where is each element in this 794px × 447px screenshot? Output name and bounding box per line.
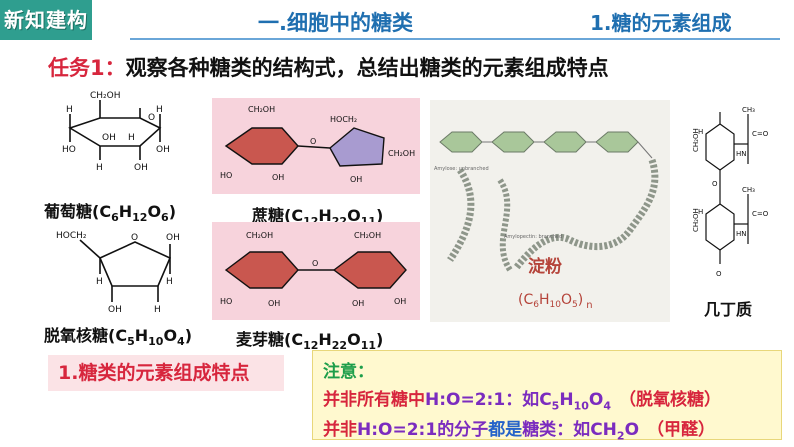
svg-text:HO: HO <box>220 297 232 306</box>
chitin-structure: CH₂OH CH₂OH CH₃ CH₃ C=O C=O HN HN O H H O… <box>676 94 776 319</box>
section-label: 1.糖类的元素组成特点 <box>48 355 284 391</box>
svg-text:O: O <box>312 259 318 268</box>
svg-text:OH: OH <box>166 233 180 243</box>
note-line-1: 并非所有糖中H:O=2:1：如C5H10O4（脱氧核糖） <box>323 390 721 413</box>
svg-text:(C6H10O5)n: (C6H10O5)n <box>518 292 593 311</box>
note-title: 注意： <box>323 362 374 382</box>
svg-text:H: H <box>698 128 703 136</box>
svg-text:OH: OH <box>102 133 116 143</box>
svg-text:O: O <box>131 233 138 243</box>
svg-text:OH: OH <box>350 175 362 184</box>
page-subtitle: 1.糖的元素组成 <box>590 11 732 35</box>
task-label: 任务1： <box>48 56 126 80</box>
task-text: 观察各种糖类的结构式，总结出糖类的元素组成特点 <box>125 56 609 80</box>
svg-text:OH: OH <box>268 299 280 308</box>
svg-text:H: H <box>66 105 73 115</box>
svg-text:CH₃: CH₃ <box>742 106 755 114</box>
svg-text:Amylose: unbranched: Amylose: unbranched <box>434 166 489 172</box>
svg-text:H: H <box>166 277 173 287</box>
svg-text:Amylopectin: branched: Amylopectin: branched <box>504 234 562 240</box>
svg-text:CH₂OH: CH₂OH <box>692 128 700 152</box>
sucrose-panel: CH₂OH O HOCH₂ CH₂OH HO OH OH <box>212 98 420 194</box>
maltose-caption: 麦芽糖(C12H22O11) <box>236 330 384 353</box>
deoxyribose-ring-diagram: HOCH₂ O H OH H OH H <box>56 231 180 315</box>
deoxyribose-caption: 脱氧核糖(C5H10O4) <box>44 326 193 349</box>
svg-text:H: H <box>698 208 703 216</box>
header-bar: 新知建构 一.细胞中的糖类 1.糖的元素组成 <box>0 0 794 42</box>
sucrose-ring-diagram: CH₂OH O HOCH₂ CH₂OH HO OH OH <box>220 105 415 184</box>
deoxyribose-structure: HOCH₂ O H OH H OH H 脱氧核糖(C5H10O4) <box>40 228 210 348</box>
svg-text:OH: OH <box>272 173 284 182</box>
svg-text:HOCH₂: HOCH₂ <box>330 115 357 124</box>
svg-text:OH: OH <box>134 163 148 173</box>
page-title: 一.细胞中的糖类 <box>258 11 413 35</box>
svg-text:O: O <box>712 180 718 188</box>
svg-text:H: H <box>96 277 103 287</box>
task-instruction: 任务1：观察各种糖类的结构式，总结出糖类的元素组成特点 <box>48 52 609 82</box>
chitin-caption: 几丁质 <box>704 300 753 319</box>
svg-text:OH: OH <box>156 145 170 155</box>
glucose-caption: 葡萄糖(C6H12O6) <box>44 202 177 225</box>
chitin-ring-diagram: CH₂OH CH₂OH CH₃ CH₃ C=O C=O HN HN O H H O <box>692 106 769 278</box>
glucose-ring-diagram: CH₂OH O H HO H OH H OH OH H <box>62 91 170 173</box>
glucose-structure: CH₂OH O H HO H OH H OH OH H 葡萄糖(C6H12O6) <box>40 88 190 224</box>
svg-text:H: H <box>156 105 163 115</box>
svg-text:H: H <box>154 305 161 315</box>
svg-text:HO: HO <box>220 171 232 180</box>
maltose-ring-diagram: CH₂OH CH₂OH O HO OH OH OH <box>220 231 407 308</box>
svg-text:CH₃: CH₃ <box>742 186 755 194</box>
svg-text:OH: OH <box>352 299 364 308</box>
svg-text:O: O <box>310 137 316 146</box>
svg-text:HO: HO <box>62 145 76 155</box>
svg-text:O: O <box>716 270 722 278</box>
svg-text:C=O: C=O <box>752 130 769 138</box>
svg-text:OH: OH <box>108 305 122 315</box>
svg-text:CH₂OH: CH₂OH <box>246 231 273 240</box>
header-divider <box>130 38 780 40</box>
maltose-panel: CH₂OH CH₂OH O HO OH OH OH <box>212 222 420 320</box>
starch-panel: Amylose: unbranched Amylopectin: branche… <box>430 100 670 322</box>
svg-text:H: H <box>96 163 103 173</box>
note-line-2: 并非H:O=2:1的分子都是糖类：如CH2O（甲醛） <box>323 420 716 443</box>
svg-text:CH₂OH: CH₂OH <box>248 105 275 114</box>
svg-text:HN: HN <box>736 150 747 158</box>
svg-text:C=O: C=O <box>752 210 769 218</box>
section-tag: 新知建构 <box>0 0 92 40</box>
svg-text:CH₂OH: CH₂OH <box>354 231 381 240</box>
note-box: 注意： 并非所有糖中H:O=2:1：如C5H10O4（脱氧核糖） 并非H:O=2… <box>312 350 782 443</box>
svg-text:CH₂OH: CH₂OH <box>388 149 415 158</box>
svg-text:淀粉: 淀粉 <box>528 256 562 277</box>
svg-text:H: H <box>128 133 135 143</box>
svg-text:OH: OH <box>394 297 406 306</box>
starch-chain-diagram: Amylose: unbranched Amylopectin: branche… <box>434 131 659 311</box>
svg-text:CH₂OH: CH₂OH <box>90 91 121 101</box>
svg-text:HN: HN <box>736 230 747 238</box>
svg-text:CH₂OH: CH₂OH <box>692 208 700 232</box>
svg-text:HOCH₂: HOCH₂ <box>56 231 87 241</box>
svg-text:O: O <box>148 113 155 123</box>
